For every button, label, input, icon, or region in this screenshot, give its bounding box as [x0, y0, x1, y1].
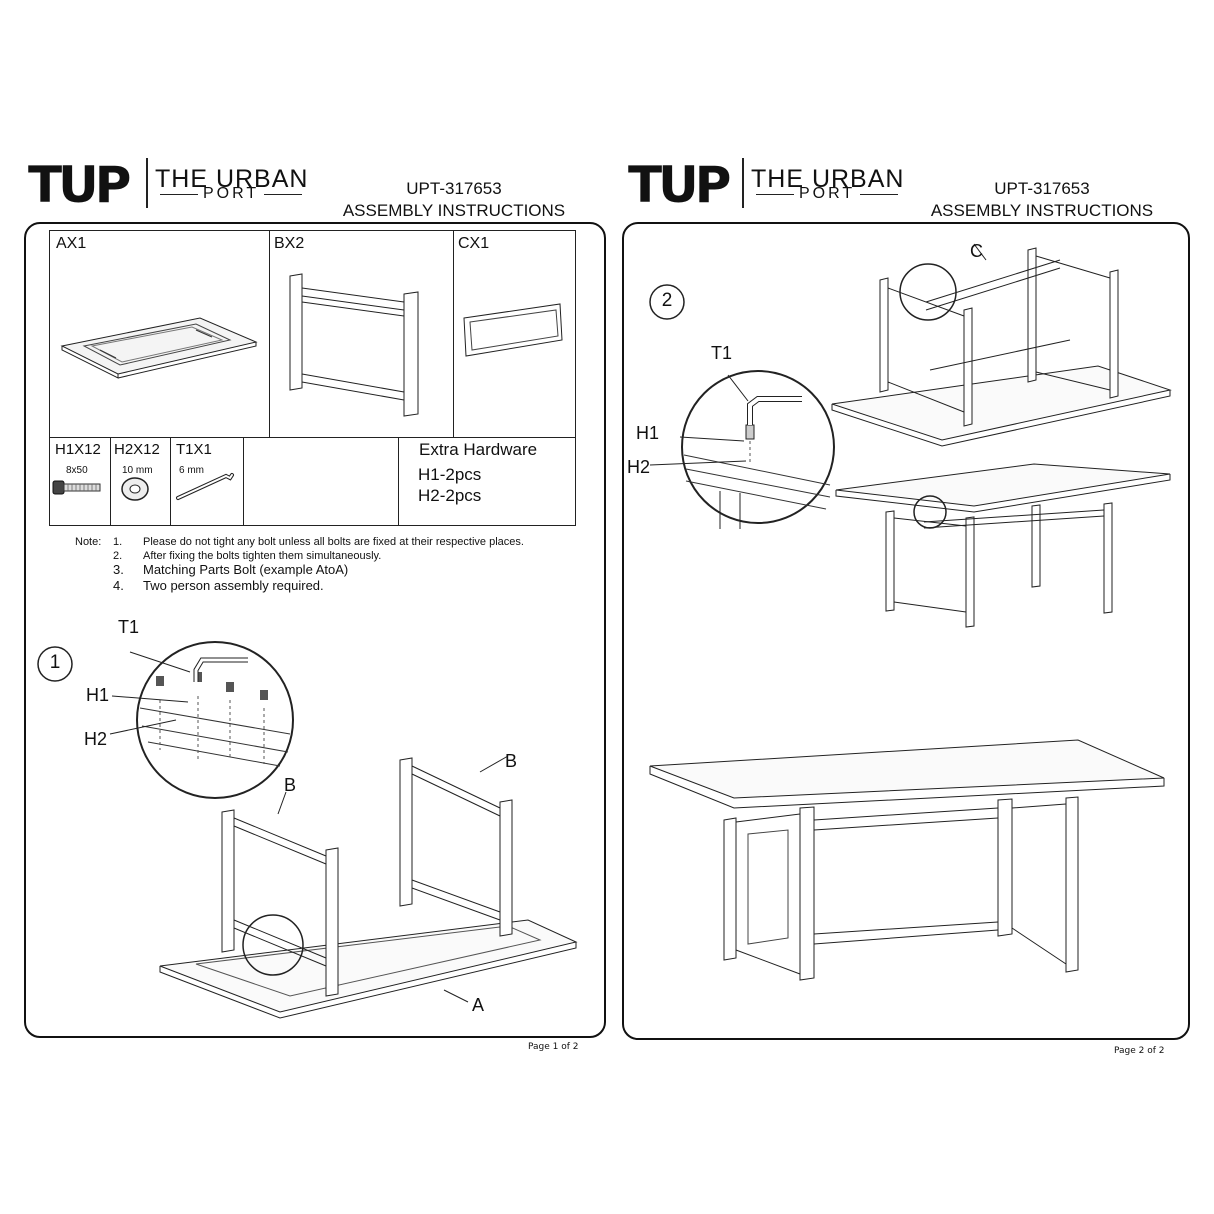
callout-t1: T1 [711, 343, 733, 363]
note-number: 3. [113, 562, 124, 577]
part-label-cx1: CX1 [458, 235, 490, 252]
extra-hardware-item: H1-2pcs [418, 465, 482, 484]
tabletop-part-drawing [60, 310, 260, 390]
callout-h1: H1 [636, 423, 660, 443]
note-text: Matching Parts Bolt (example AtoA) [143, 562, 349, 577]
note-text: After fixing the bolts tighten them simu… [143, 550, 382, 562]
final-table-drawing [648, 738, 1168, 988]
step2-table-upright-drawing [834, 462, 1174, 632]
callout-b-right: B [505, 751, 518, 771]
part-label-ax1: AX1 [56, 235, 87, 252]
callout-t1: T1 [118, 617, 140, 637]
step-number-2: 2 [661, 290, 673, 311]
note-text: Please do not tight any bolt unless all … [143, 536, 524, 548]
hardware-label-h1: H1X12 [55, 441, 101, 458]
logo-sub-left: PORT [155, 186, 307, 202]
callout-b-left: B [284, 775, 297, 795]
doc-title-right: ASSEMBLY INSTRUCTIONS [930, 201, 1154, 220]
hardware-size-h1: 8x50 [66, 465, 88, 476]
step1-assembly-drawing [130, 630, 590, 1030]
callout-h2: H2 [627, 457, 651, 477]
logo-sub-right: PORT [751, 186, 903, 202]
notes-label: Note: [75, 536, 102, 548]
callout-h2: H2 [84, 729, 108, 749]
note-text: Two person assembly required. [143, 578, 324, 593]
step2-frame-upside-down-drawing [830, 240, 1175, 450]
model-number-right: UPT-317653 [994, 179, 1090, 198]
logo-mark-right: TUP [628, 156, 731, 214]
doc-title-left: ASSEMBLY INSTRUCTIONS [342, 201, 566, 220]
hardware-label-t1: T1X1 [176, 441, 212, 458]
washer-icon [118, 476, 152, 502]
note-number: 4. [113, 578, 124, 593]
logo-divider-left [146, 158, 148, 208]
hardware-size-h2: 10 mm [122, 465, 153, 476]
hardware-cell-empty [243, 437, 399, 526]
callout-c: C [970, 241, 983, 261]
note-number: 1. [113, 536, 123, 548]
page1-frame [24, 222, 606, 1038]
part-label-bx2: BX2 [274, 235, 305, 252]
allen-key-icon [176, 470, 234, 502]
page-number: Page 2 of 2 [1114, 1046, 1165, 1056]
hardware-cell-extra [398, 437, 576, 526]
page2-frame [622, 222, 1190, 1040]
callout-h1: H1 [86, 685, 110, 705]
hardware-label-h2: H2X12 [114, 441, 160, 458]
leg-frame-part-drawing [286, 270, 426, 420]
step-number-1: 1 [49, 652, 61, 673]
extra-hardware-item: H2-2pcs [418, 486, 482, 505]
extra-hardware-title: Extra Hardware [419, 440, 538, 459]
step2-detail-circle-drawing [680, 365, 840, 529]
logo-mark-left: TUP [28, 156, 131, 214]
step-badge-2 [648, 283, 686, 321]
note-number: 2. [113, 550, 123, 562]
hardware-size-t1: 6 mm [179, 465, 204, 476]
logo-divider-right [742, 158, 744, 208]
step-badge-1 [36, 645, 74, 683]
callout-a: A [472, 995, 485, 1015]
page-number: Page 1 of 2 [528, 1042, 579, 1052]
crossbar-part-drawing [460, 300, 570, 360]
model-number-left: UPT-317653 [406, 179, 502, 198]
bolt-icon [50, 478, 106, 498]
